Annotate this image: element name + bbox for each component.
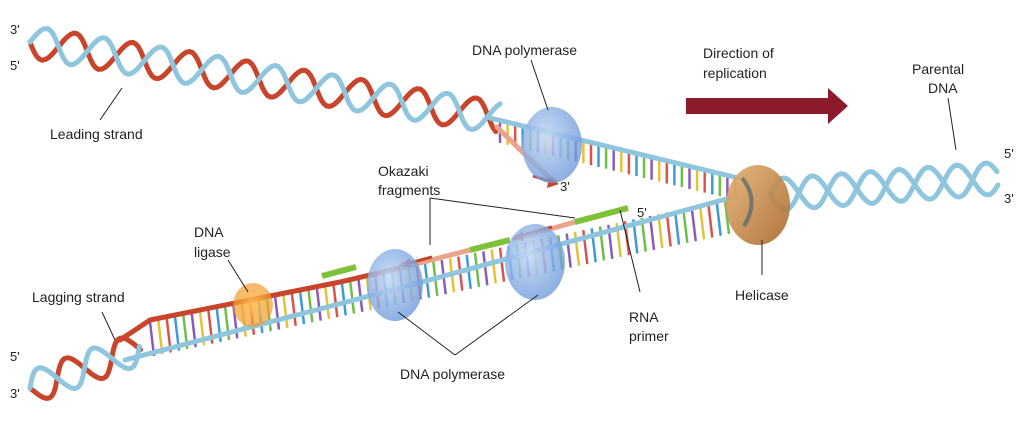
lower-helix-strand-b (27, 343, 142, 392)
helicase-strand-shadow (740, 176, 754, 228)
lagging-base-39 (473, 252, 481, 288)
lagging-base-51 (573, 231, 581, 266)
end-right-3: 3' (1004, 191, 1014, 206)
lagging-base-22 (332, 282, 339, 318)
dna-ligase-enzyme (233, 283, 273, 327)
lagging-base-15 (273, 295, 281, 330)
dna-ligase-label-line1: DNA (194, 224, 224, 240)
dna-polymerase-leading (522, 107, 582, 183)
direction-label-line2: replication (703, 65, 767, 81)
lagging-base-50 (565, 233, 572, 268)
upper-helix-strand-b (27, 26, 503, 133)
lagging-base-42 (498, 247, 506, 282)
parental-dna-label-line1: Parental (912, 61, 964, 77)
lagging-base-67 (707, 203, 714, 238)
lagging-base-68 (715, 201, 722, 236)
okazaki-label-line1: Okazaki (378, 163, 429, 179)
parental-dna-label-line2: DNA (928, 80, 958, 96)
rna-primer-1 (469, 237, 511, 253)
lagging-base-40 (482, 251, 489, 286)
lagging-base-64 (682, 208, 689, 243)
rna-primer-label-line1: RNA (629, 309, 659, 325)
end-bottom-left-3: 3' (10, 386, 20, 401)
lagging-base-25 (357, 277, 364, 312)
lagging-base-62 (665, 212, 672, 247)
rna-primer-3 (321, 264, 357, 279)
lagging-base-41 (490, 249, 497, 284)
helicase-enzyme (726, 165, 790, 245)
lagging-base-18 (298, 290, 306, 325)
parental-helix (767, 160, 1001, 213)
lagging-base-24 (348, 279, 356, 314)
lagging-base-17 (290, 291, 297, 327)
dna-polymerase-lagging-2 (505, 224, 565, 300)
end-top-left-3: 3' (10, 22, 20, 37)
end-lagging-primer-5: 5' (637, 205, 647, 220)
parental-helix-strand-b (767, 162, 1001, 211)
okazaki-label-line2: fragments (378, 182, 440, 198)
end-right-5: 5' (1004, 146, 1014, 161)
lagging-base-20 (315, 286, 322, 321)
direction-label-line1: Direction of (703, 45, 774, 61)
lagging-base-23 (340, 281, 347, 316)
end-top-left-5: 5' (10, 58, 20, 73)
lagging-base-65 (690, 206, 697, 242)
leader-lines (99, 59, 957, 356)
lagging-base-21 (323, 284, 331, 320)
rna-primer-2 (574, 205, 629, 225)
dna-polymerase-lagging-1 (367, 249, 423, 321)
direction-arrow-icon (686, 88, 848, 124)
end-bottom-left-5: 5' (10, 349, 20, 364)
lagging-base-19 (307, 288, 314, 323)
lagging-base-69 (723, 199, 731, 235)
lagging-base-63 (673, 210, 681, 245)
upper-daughter-helix (27, 26, 503, 135)
helicase-label: Helicase (735, 287, 789, 303)
leading-strand-label: Leading strand (50, 126, 143, 142)
upper-helix-strand-a (27, 30, 499, 135)
end-leading-tip-3: 3' (560, 179, 570, 194)
lower-daughter-helix (27, 335, 143, 401)
rna-primer-label-line2: primer (629, 328, 669, 344)
lagging-base-66 (698, 205, 706, 240)
dna-ligase-label-line2: ligase (194, 244, 231, 260)
lagging-strand-label: Lagging strand (32, 289, 125, 305)
parental-helix-strand-a (767, 160, 1000, 213)
dna-polymerase-top-label: DNA polymerase (472, 42, 577, 58)
dna-polymerase-bottom-label: DNA polymerase (400, 366, 505, 382)
lagging-base-16 (282, 293, 289, 328)
